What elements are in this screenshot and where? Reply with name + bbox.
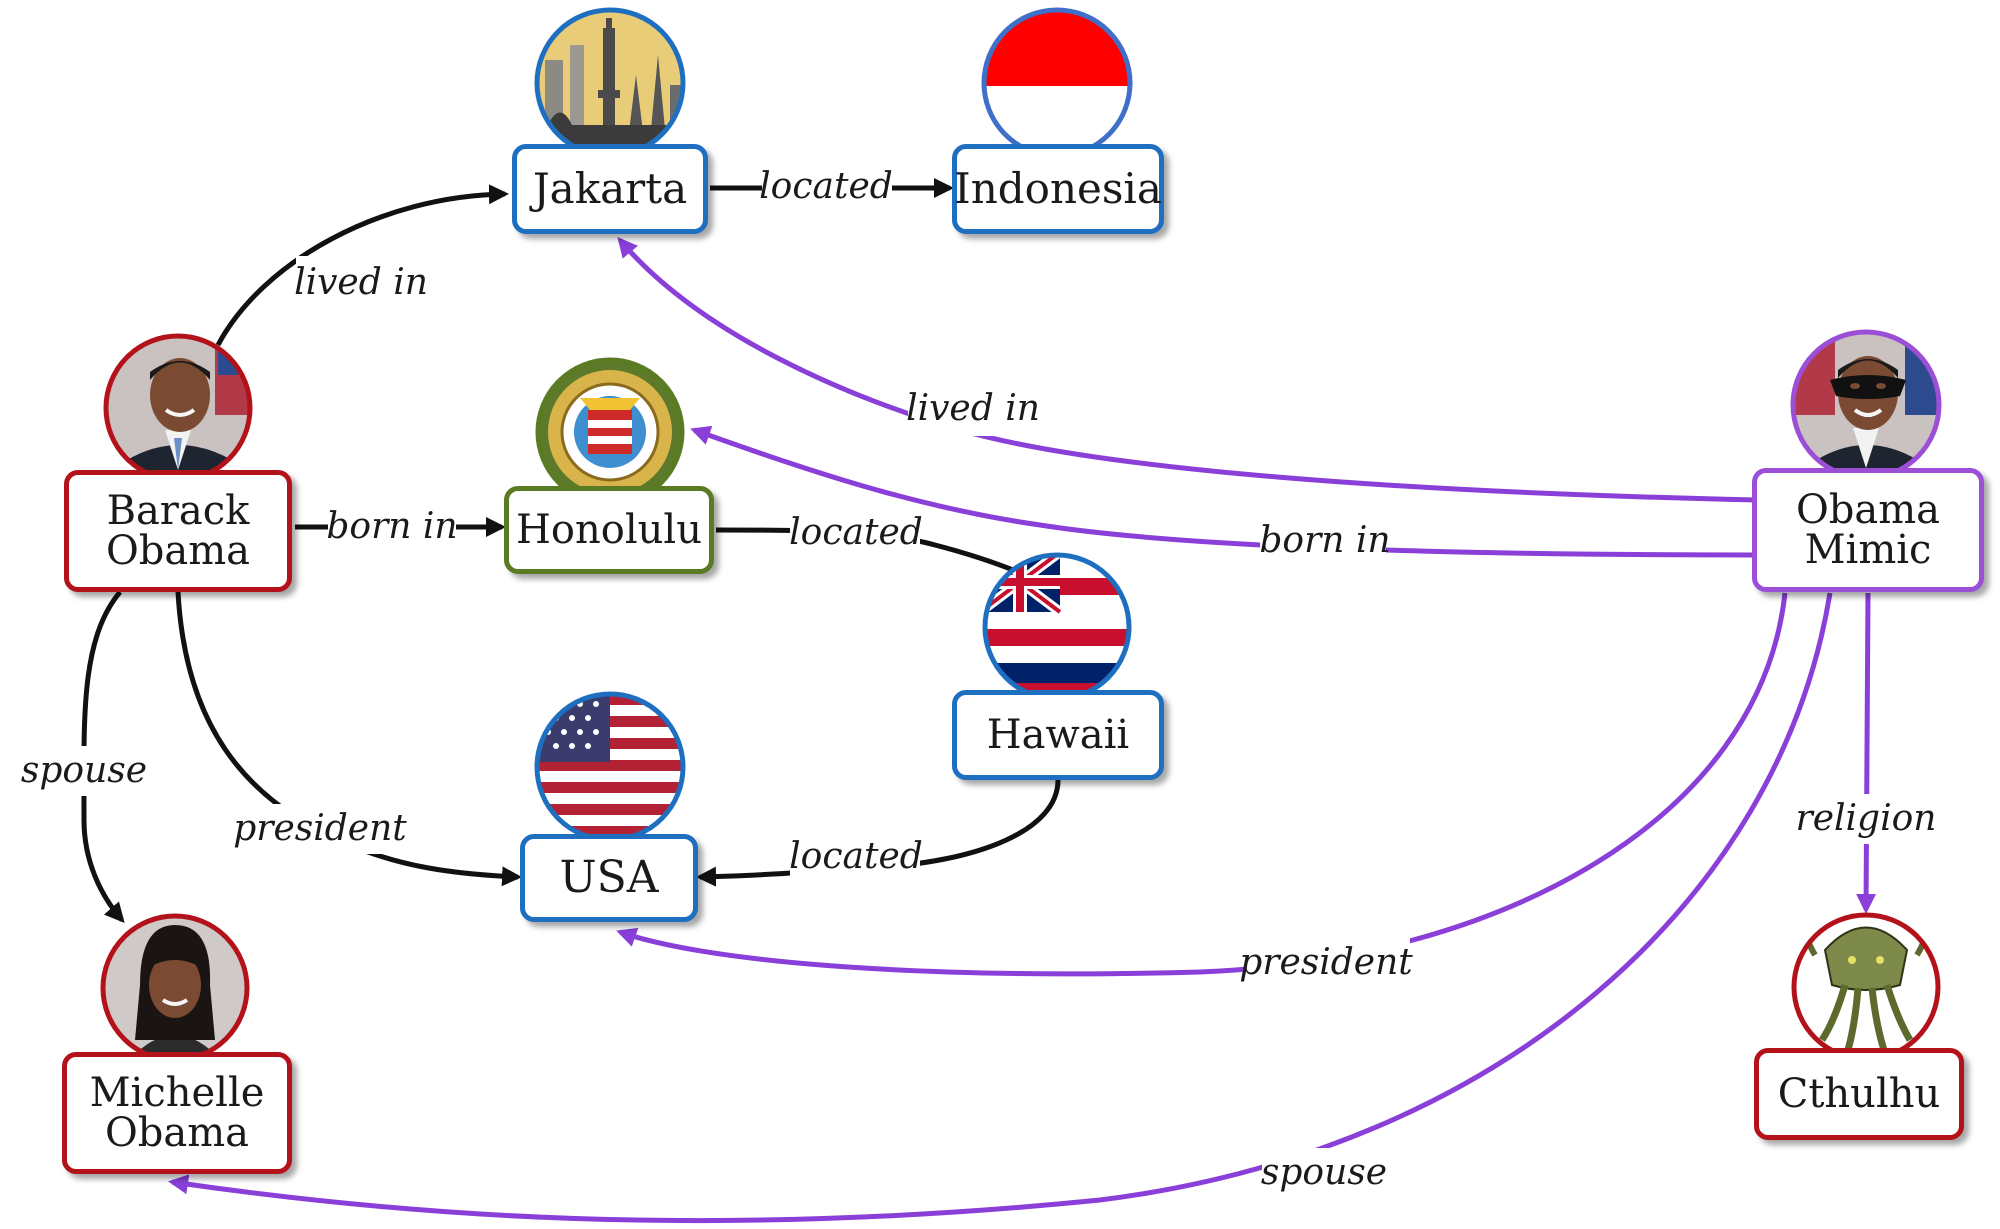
edge-label-bg: [328, 500, 456, 550]
edge-label-bg: [296, 256, 426, 306]
edge-label-bg: [1260, 516, 1386, 566]
node-label: Hawaii: [986, 712, 1130, 758]
edge-label-bg: [1800, 794, 1934, 844]
node-label: Obama Mimic: [1795, 487, 1941, 573]
edge-mimic-religion: [1856, 592, 1877, 914]
usa-flag-icon: [534, 691, 686, 843]
edge-label-jakarta-located: located: [759, 166, 893, 207]
node-usa: USA: [520, 834, 698, 922]
edge-label-bg: [1244, 938, 1410, 988]
node-jakarta: Jakarta: [512, 144, 708, 234]
node-label: Honolulu: [516, 507, 702, 553]
edge-label-mimic-spouse: spouse: [1261, 1152, 1387, 1193]
edge-label-bg: [238, 804, 404, 854]
jakarta-skyline-icon: [534, 7, 686, 159]
edge-label-bg: [908, 386, 1038, 436]
node-obama-mimic: Obama Mimic: [1752, 468, 1984, 592]
node-label: Barack Obama: [105, 488, 251, 574]
node-honolulu: Honolulu: [504, 486, 714, 574]
barack-obama-photo: [103, 333, 253, 483]
edge-label-mimic-president: president: [1239, 942, 1413, 983]
edge-label-mimic-born-in: born in: [1259, 520, 1390, 561]
edge-mimic-president: [616, 592, 1788, 977]
node-indonesia: Indonesia: [952, 144, 1164, 234]
edge-label-bg: [1262, 1148, 1386, 1198]
edge-label-barack-lived-in: lived in: [294, 262, 428, 303]
edge-label-barack-president: president: [233, 808, 407, 849]
node-cthulhu: Cthulhu: [1754, 1048, 1964, 1140]
honolulu-seal-icon: [535, 357, 685, 507]
edge-label-bg: [762, 160, 892, 210]
node-label: Cthulhu: [1777, 1071, 1941, 1117]
node-barack-obama: Barack Obama: [64, 470, 292, 592]
edge-label-barack-born-in: born in: [326, 506, 457, 547]
node-hawaii: Hawaii: [952, 690, 1164, 780]
node-michelle-obama: Michelle Obama: [62, 1052, 292, 1174]
edge-label-mimic-lived-in: lived in: [906, 388, 1040, 429]
indonesia-flag-icon: [981, 7, 1133, 159]
edge-label-barack-spouse: spouse: [21, 750, 147, 791]
cthulhu-icon: [1791, 912, 1941, 1062]
edge-label-mimic-religion: religion: [1796, 798, 1937, 839]
edge-label-honolulu-located: located: [789, 512, 923, 553]
edge-label-bg: [22, 746, 146, 796]
edge-mimic-lived-in: [617, 236, 1758, 503]
michelle-obama-photo: [100, 913, 250, 1063]
node-label: Michelle Obama: [89, 1070, 265, 1156]
edge-mimic-born-in: [690, 425, 1758, 558]
edge-label-bg: [790, 506, 920, 556]
node-label: Indonesia: [954, 164, 1162, 213]
node-label: Jakarta: [532, 164, 688, 213]
edge-mimic-spouse: [168, 592, 1833, 1224]
edge-label-hawaii-located: located: [789, 836, 923, 877]
node-label: USA: [559, 852, 659, 903]
hawaii-flag-icon: [982, 552, 1132, 702]
edge-barack-lived-in: [215, 184, 509, 347]
masked-obama-photo: [1790, 329, 1942, 481]
edge-label-bg: [790, 830, 920, 880]
